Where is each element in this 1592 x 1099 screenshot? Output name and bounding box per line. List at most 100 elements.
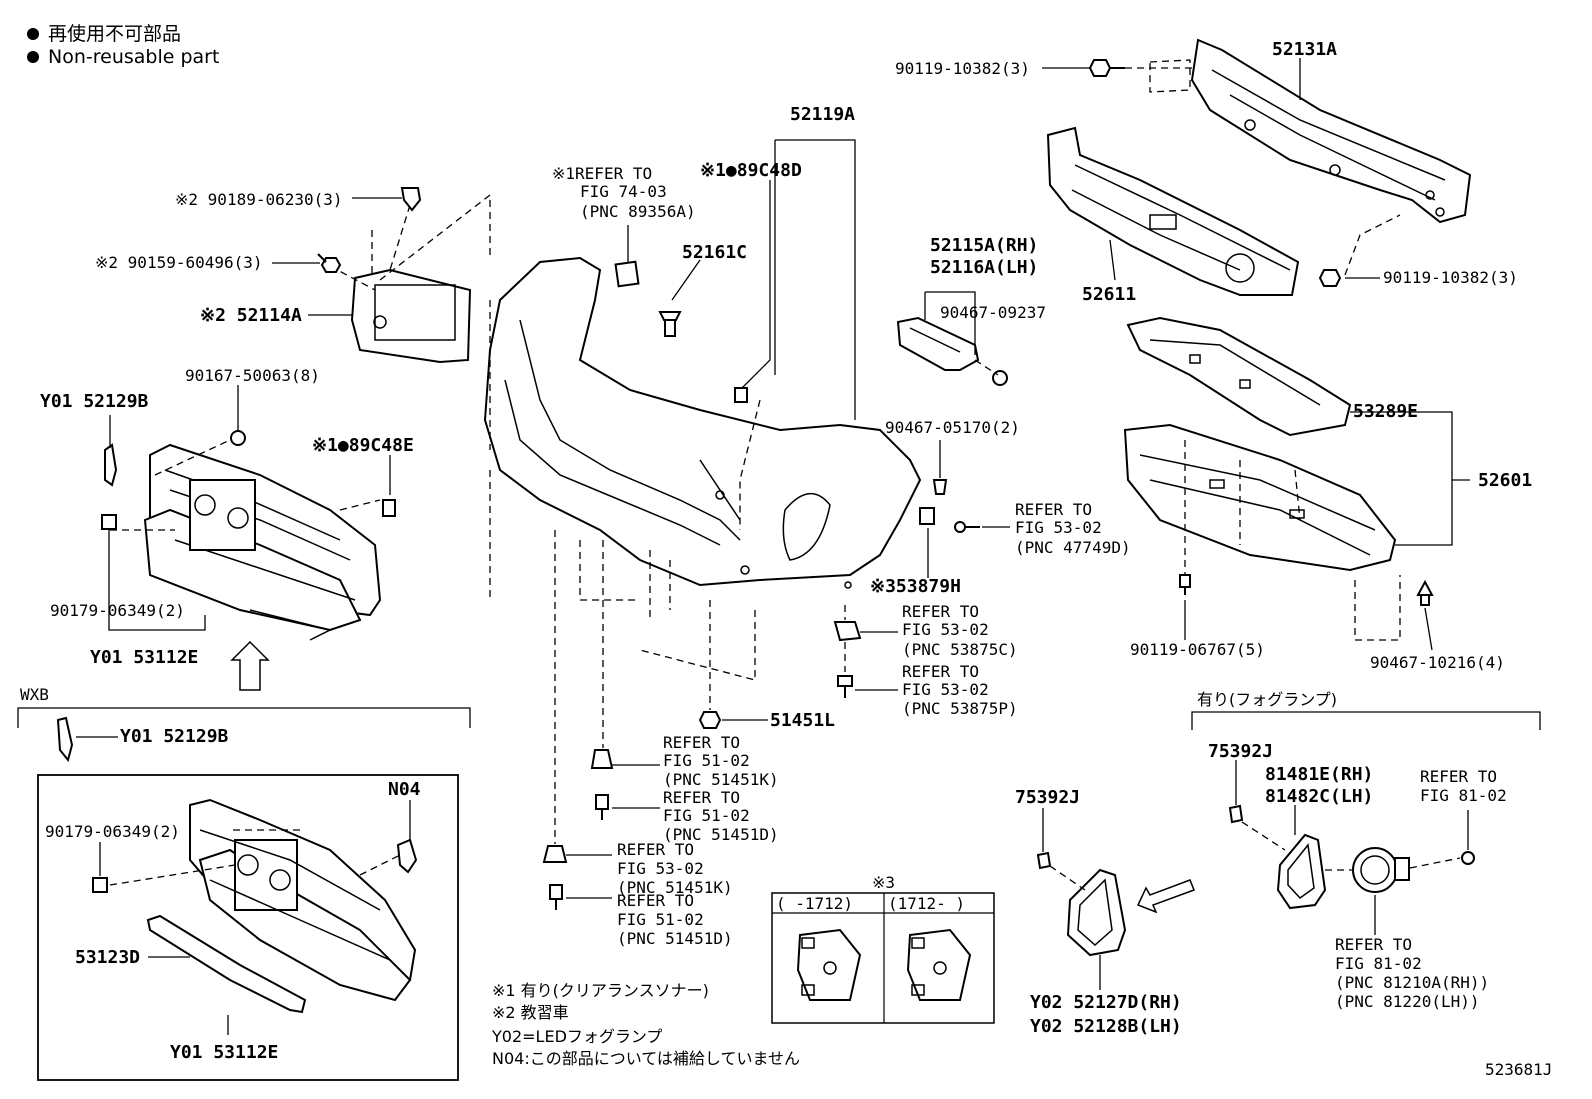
bolt-51451d <box>595 794 609 820</box>
label-52131a: 52131A <box>1272 39 1337 60</box>
clip-75392j-led <box>1036 851 1052 870</box>
ref-81210a-line-2: FIG 81-02 <box>1335 954 1422 973</box>
ref1-line-3: (PNC 89356A) <box>580 202 696 221</box>
ref-47749d-line-2: FIG 53-02 <box>1015 518 1102 537</box>
bolt-51451d-lower <box>549 884 563 910</box>
bezel-52127d <box>1066 868 1127 957</box>
ref-51451k-fig53-line-1: REFER TO <box>617 840 694 859</box>
label-75392j-led: 75392J <box>1015 787 1080 808</box>
ref-51451k-line-1: REFER TO <box>663 733 740 752</box>
clip-52161c <box>658 311 682 337</box>
figure-id: 523681J <box>1485 1060 1552 1079</box>
ref-51451k-fig53-line-2: FIG 53-02 <box>617 859 704 878</box>
label-90119-06767: 90119-06767(5) <box>1130 640 1265 659</box>
inset-col-2: (1712- ) <box>888 894 965 913</box>
ref-51451d-lower-line-3: (PNC 51451D) <box>617 929 733 948</box>
reinforcement-52131a <box>1190 38 1472 224</box>
label-75392j-fog: 75392J <box>1208 741 1273 762</box>
inset-53879h-variants: ※3 ( -1712) (1712- ) <box>771 873 995 1024</box>
label-53112e-wxb: Y01 53112E <box>170 1042 278 1063</box>
arrow-to-bezel <box>1136 879 1195 914</box>
wxb-bracket <box>17 707 471 728</box>
ref-51451d-line-1: REFER TO <box>663 788 740 807</box>
ref-53875p-line-3: (PNC 53875P) <box>902 699 1018 718</box>
ref-81-line-1: REFER TO <box>1420 767 1497 786</box>
label-52119a: 52119A <box>790 104 855 125</box>
fog-bracket <box>1191 711 1541 730</box>
label-90467-09237: 90467-09237 <box>940 303 1046 322</box>
label-53879h: ※353879H <box>870 576 961 597</box>
bolt-90119-right <box>1318 269 1342 287</box>
label-52129b-top: Y01 52129B <box>40 391 149 412</box>
screw-47749d <box>954 521 980 533</box>
bumper-cover-52119a <box>483 256 922 589</box>
label-90119-top: 90119-10382(3) <box>895 59 1030 78</box>
screw-90159 <box>317 253 342 273</box>
bezel-81481e <box>1276 833 1327 910</box>
note-2: ※2 教習車 <box>492 1003 569 1022</box>
note-4: N04:この部品については補給していません <box>492 1049 800 1068</box>
label-53112e-top: Y01 53112E <box>90 647 198 668</box>
ref-81210a-line-3: (PNC 81210A(RH)) <box>1335 973 1489 992</box>
retainer-89c48e <box>382 499 396 517</box>
label-52129b-wxb: Y01 52129B <box>120 726 229 747</box>
label-81482c: 81482C(LH) <box>1265 786 1373 807</box>
label-52601: 52601 <box>1478 470 1532 491</box>
ref-51451k-fig53-line-3: (PNC 51451K) <box>617 878 733 897</box>
bracket-52129b-wxb <box>56 716 74 763</box>
legend-line-2: Non-reusable part <box>48 46 219 68</box>
clip-75392j-fog <box>1228 804 1244 824</box>
clip-90179 <box>101 514 117 530</box>
label-52115a: 52115A(RH) <box>930 235 1038 256</box>
clip-90467-05170 <box>932 479 948 495</box>
undercover-52601 <box>1123 423 1397 572</box>
grille-wxb <box>189 798 417 1002</box>
label-90119-right: 90119-10382(3) <box>1383 268 1518 287</box>
ref-81210a-line-4: (PNC 81220(LH)) <box>1335 992 1480 1011</box>
ref-51451k-line-3: (PNC 51451K) <box>663 770 779 789</box>
label-53123d: 53123D <box>75 947 140 968</box>
wxb-box <box>37 774 459 1081</box>
label-90167: 90167-50063(8) <box>185 366 320 385</box>
ref1-line-2: FIG 74-03 <box>580 182 667 201</box>
label-51451l: 51451L <box>770 710 835 731</box>
note-3: Y02=LEDフォグランプ <box>491 1027 662 1046</box>
nut-53879h <box>919 507 935 525</box>
plate-bracket-52114a <box>350 268 472 364</box>
bolt-90167 <box>230 430 246 446</box>
nut-51451k-fig53 <box>542 845 568 863</box>
clip-90189 <box>400 187 422 212</box>
nut-51451k <box>590 749 614 769</box>
legend-line-1: 再使用不可部品 <box>48 23 181 45</box>
ref1-line-1: ※1REFER TO <box>552 164 652 183</box>
ref-47749d-line-3: (PNC 47749D) <box>1015 538 1131 557</box>
ref-51451d-lower-line-1: REFER TO <box>617 891 694 910</box>
label-90189: ※2 90189-06230(3) <box>175 190 343 209</box>
label-90467-10216: 90467-10216(4) <box>1370 653 1505 672</box>
strip-53123d <box>146 914 307 1014</box>
ref-53875c-line-1: REFER TO <box>902 602 979 621</box>
clip-90179-wxb <box>92 877 108 893</box>
nut-53875c <box>833 621 862 642</box>
reinforcement-group <box>1046 38 1472 296</box>
label-53289e: 53289E <box>1353 401 1418 422</box>
label-52611: 52611 <box>1082 284 1136 305</box>
retainer-52115a <box>896 316 980 371</box>
label-90179-top: 90179-06349(2) <box>50 601 185 620</box>
ref-51451d-line-2: FIG 51-02 <box>663 806 750 825</box>
clip-90467-10216 <box>1416 579 1434 606</box>
ref-81-line-2: FIG 81-02 <box>1420 786 1507 805</box>
bolt-90119-06767 <box>1179 574 1191 595</box>
bracket-n04 <box>396 838 418 874</box>
label-90159: ※2 90159-60496(3) <box>95 253 263 272</box>
label-90179-wxb: 90179-06349(2) <box>45 822 180 841</box>
fog-header: 有り(フォグランプ) <box>1197 690 1337 709</box>
fog-lamp-81210a <box>1352 847 1410 893</box>
ref-53875p-line-1: REFER TO <box>902 662 979 681</box>
label-89c48d: ※1●89C48D <box>700 160 802 181</box>
ref-81210a-line-1: REFER TO <box>1335 935 1412 954</box>
label-52127d: Y02 52127D(RH) <box>1030 992 1182 1013</box>
screw-51451l <box>698 711 722 729</box>
retainer-89c48d <box>734 387 748 403</box>
ref-53875c-line-3: (PNC 53875C) <box>902 640 1018 659</box>
